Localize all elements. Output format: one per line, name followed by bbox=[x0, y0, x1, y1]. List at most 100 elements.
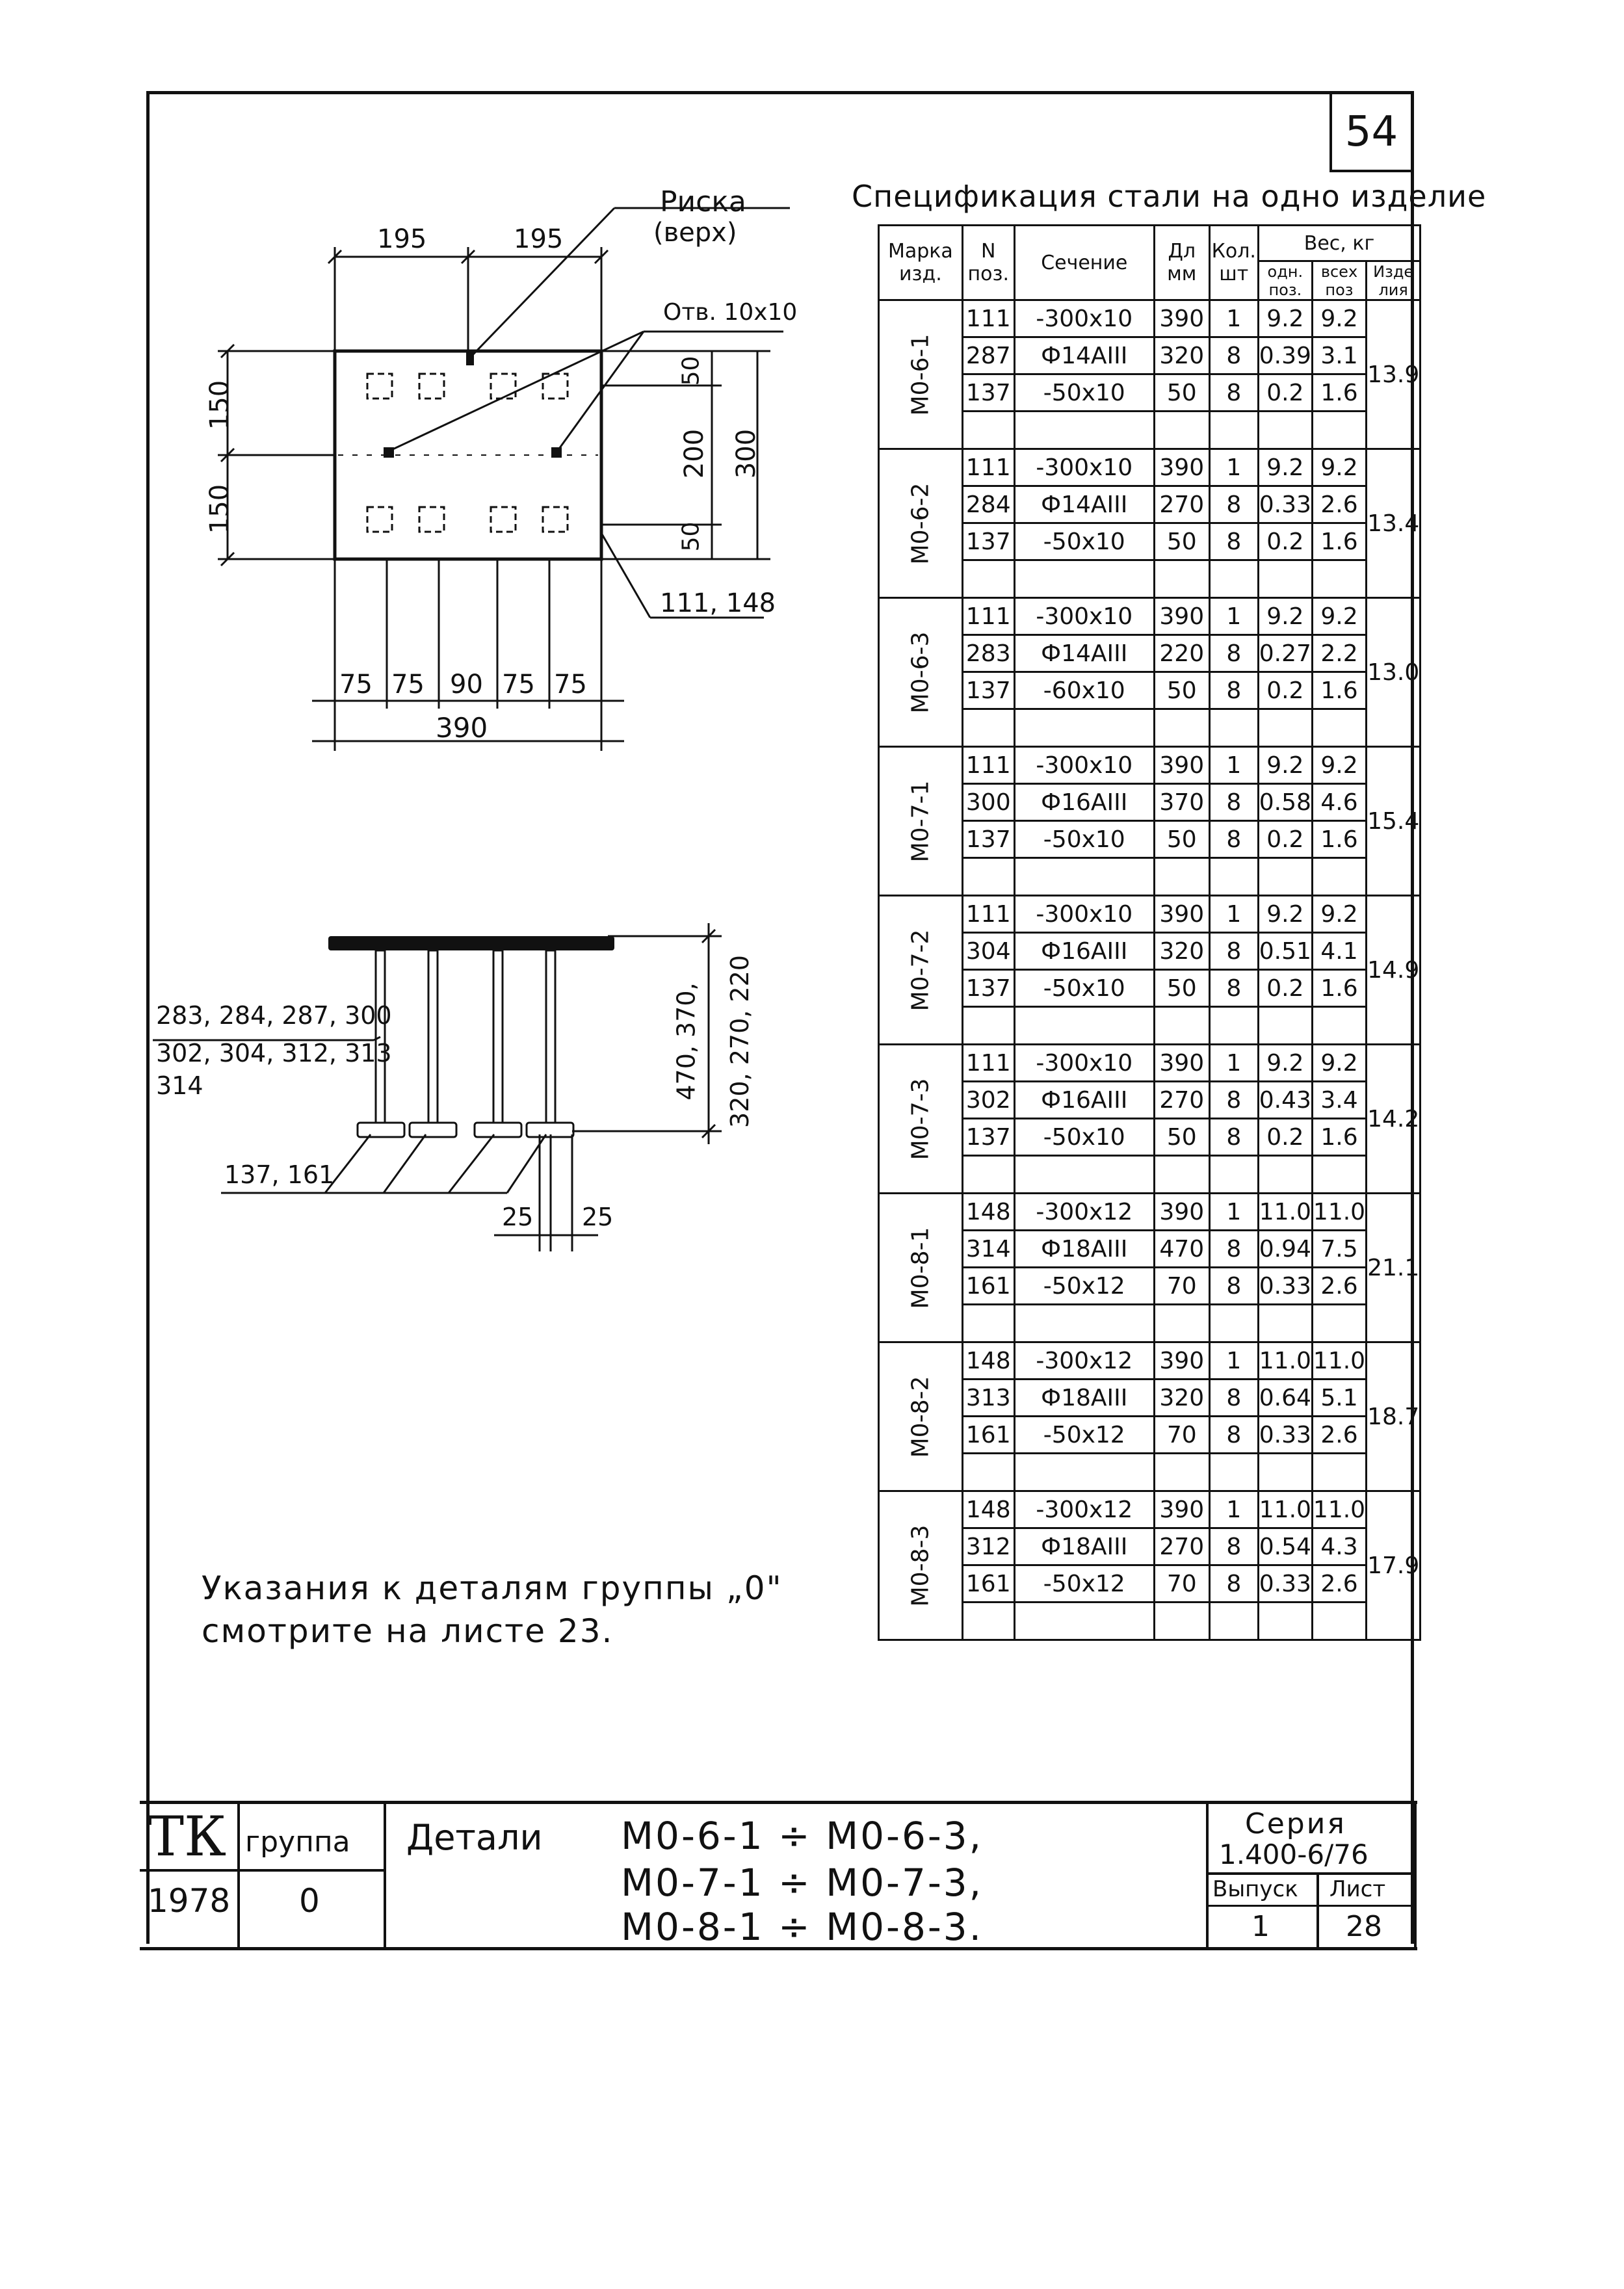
spec-cell-w-one: 0.2 bbox=[1257, 1118, 1313, 1157]
spec-cell-w-all bbox=[1311, 1155, 1368, 1194]
table-row bbox=[879, 857, 1421, 896]
spec-cell-section: -300х12 bbox=[1013, 1192, 1155, 1231]
spec-cell-length: 70 bbox=[1153, 1415, 1211, 1454]
spec-cell-pos: 287 bbox=[961, 336, 1015, 375]
table-row bbox=[879, 708, 1421, 748]
spec-cell-w-one: 11.0 bbox=[1257, 1341, 1313, 1380]
spec-cell-section: -300х10 bbox=[1013, 1043, 1155, 1082]
group-value: 0 bbox=[299, 1882, 320, 1920]
spec-cell-qty bbox=[1208, 1601, 1259, 1641]
spec-cell-pos bbox=[961, 1155, 1015, 1194]
spec-cell-w-all: 2.2 bbox=[1311, 634, 1368, 673]
spec-cell-pos: 111 bbox=[961, 746, 1015, 785]
spec-cell-pos: 111 bbox=[961, 1043, 1015, 1082]
spec-cell-w-one: 11.0 bbox=[1257, 1192, 1313, 1231]
spec-cell-pos: 304 bbox=[961, 932, 1015, 971]
plan-view-drawing bbox=[218, 207, 790, 751]
table-row bbox=[879, 1303, 1421, 1343]
item-mark: М0-6-3 bbox=[907, 631, 934, 713]
spec-cell-qty bbox=[1208, 559, 1259, 599]
hole-label: Отв. 10х10 bbox=[663, 299, 798, 326]
spec-cell-qty: 8 bbox=[1208, 1564, 1259, 1603]
spec-cell-length: 390 bbox=[1153, 895, 1211, 934]
spec-cell-pos bbox=[961, 1303, 1015, 1343]
spec-cell-w-one bbox=[1257, 1006, 1313, 1045]
table-row bbox=[879, 1155, 1421, 1194]
spec-cell-length: 50 bbox=[1153, 1118, 1211, 1157]
series-value: 1.400-6/76 bbox=[1219, 1838, 1369, 1870]
year: 1978 bbox=[148, 1882, 231, 1920]
spec-cell-w-one: 0.2 bbox=[1257, 522, 1313, 561]
header-weight: Вес, кг bbox=[1257, 224, 1422, 262]
spec-cell-w-one: 9.2 bbox=[1257, 448, 1313, 487]
plate-position-label: 111, 148 bbox=[660, 588, 776, 618]
spec-item-total: 15.4 bbox=[1365, 746, 1422, 896]
spec-cell-w-all: 9.2 bbox=[1311, 895, 1368, 934]
spec-cell-w-one: 0.51 bbox=[1257, 932, 1313, 971]
spec-cell-section: Ф18АIII bbox=[1013, 1229, 1155, 1268]
spec-cell-qty: 8 bbox=[1208, 336, 1259, 375]
spec-cell-length: 70 bbox=[1153, 1266, 1211, 1305]
group-label: группа bbox=[245, 1825, 350, 1859]
spec-cell-qty: 8 bbox=[1208, 1118, 1259, 1157]
spec-cell-w-all: 9.2 bbox=[1311, 299, 1368, 338]
spec-cell-length bbox=[1153, 410, 1211, 450]
dim-bottom-3: 90 bbox=[450, 670, 483, 700]
spec-cell-w-all: 2.6 bbox=[1311, 1266, 1368, 1305]
spec-cell-length: 70 bbox=[1153, 1564, 1211, 1603]
table-row bbox=[879, 1601, 1421, 1641]
spec-cell-w-one bbox=[1257, 559, 1313, 599]
spec-cell-pos: 137 bbox=[961, 671, 1015, 710]
spec-cell-length: 390 bbox=[1153, 299, 1211, 338]
rod-positions-line1: 283, 284, 287, 300 bbox=[156, 1001, 392, 1030]
spec-cell-w-one: 9.2 bbox=[1257, 1043, 1313, 1082]
spec-cell-qty: 8 bbox=[1208, 373, 1259, 412]
spec-cell-qty: 8 bbox=[1208, 671, 1259, 710]
spec-cell-length bbox=[1153, 1006, 1211, 1045]
spec-cell-qty: 1 bbox=[1208, 299, 1259, 338]
spec-cell-length: 320 bbox=[1153, 932, 1211, 971]
spec-cell-w-one: 0.2 bbox=[1257, 671, 1313, 710]
spec-cell-length: 220 bbox=[1153, 634, 1211, 673]
washer-positions-label: 137, 161 bbox=[224, 1160, 335, 1189]
spec-cell-w-all: 9.2 bbox=[1311, 597, 1368, 636]
spec-cell-pos bbox=[961, 559, 1015, 599]
spec-cell-section bbox=[1013, 1155, 1155, 1194]
spec-cell-length: 50 bbox=[1153, 820, 1211, 859]
spec-cell-qty bbox=[1208, 1303, 1259, 1343]
item-mark: М0-8-3 bbox=[907, 1524, 934, 1606]
spec-cell-w-all: 2.6 bbox=[1311, 1415, 1368, 1454]
spec-cell-qty: 1 bbox=[1208, 746, 1259, 785]
spec-cell-qty: 1 bbox=[1208, 1043, 1259, 1082]
spec-cell-w-all: 9.2 bbox=[1311, 448, 1368, 487]
spec-cell-w-all bbox=[1311, 1006, 1368, 1045]
spec-cell-w-one: 9.2 bbox=[1257, 299, 1313, 338]
spec-cell-pos: 148 bbox=[961, 1192, 1015, 1231]
spec-cell-w-one bbox=[1257, 1452, 1313, 1492]
item-mark: М0-7-2 bbox=[907, 929, 934, 1011]
spec-cell-length: 50 bbox=[1153, 522, 1211, 561]
dim-bottom-5: 75 bbox=[554, 670, 587, 700]
spec-cell-qty: 1 bbox=[1208, 597, 1259, 636]
notes: Указания к деталям группы „0" смотрите н… bbox=[202, 1567, 783, 1653]
spec-cell-length: 390 bbox=[1153, 1341, 1211, 1380]
spec-cell-pos: 313 bbox=[961, 1378, 1015, 1417]
org-code: ТК bbox=[148, 1805, 227, 1868]
spec-cell-w-all: 7.5 bbox=[1311, 1229, 1368, 1268]
spec-cell-w-all bbox=[1311, 1601, 1368, 1641]
spec-cell-length bbox=[1153, 1303, 1211, 1343]
